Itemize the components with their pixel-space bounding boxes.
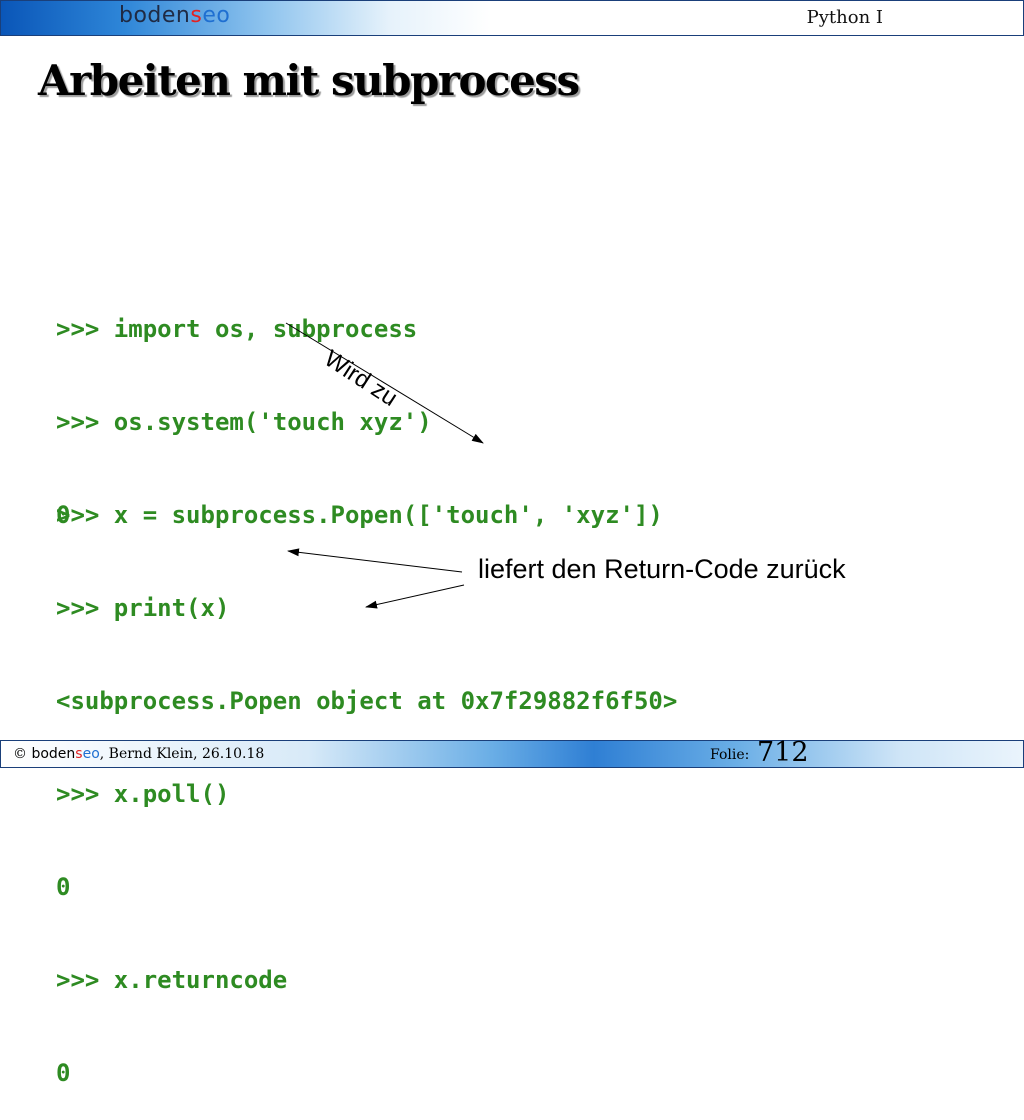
code-line: 0 bbox=[56, 501, 71, 529]
footer-bar: © bodenseo, Bernd Klein, 26.10.18 Folie:… bbox=[0, 737, 1024, 768]
returncode-arrow bbox=[365, 584, 465, 609]
slide-number: 712 bbox=[757, 737, 809, 768]
course-title: Python I bbox=[806, 7, 883, 28]
slide-title: Arbeiten mit subprocess bbox=[38, 56, 580, 105]
return-code-note: liefert den Return-Code zurück bbox=[478, 554, 846, 584]
code-line: >>> import os, subprocess bbox=[56, 315, 418, 343]
code-line: >>> print(x) bbox=[56, 594, 230, 622]
copyright-text: © bodenseo, Bernd Klein, 26.10.18 bbox=[13, 746, 265, 762]
code-line: <subprocess.Popen object at 0x7f29882f6f… bbox=[56, 687, 678, 715]
code-block-os-system: >>> import os, subprocess >>> os.system(… bbox=[56, 252, 432, 562]
code-line: >>> x.poll() bbox=[56, 780, 230, 808]
header-bar: bodenseo Python I bbox=[0, 0, 1024, 36]
code-line: 0 bbox=[56, 1059, 71, 1087]
footer-brand: bodenseo bbox=[31, 746, 100, 762]
poll-arrow bbox=[287, 548, 463, 573]
code-line: >>> x = subprocess.Popen(['touch', 'xyz'… bbox=[56, 501, 663, 529]
annotation-arrows bbox=[285, 322, 484, 609]
transform-arrow bbox=[285, 322, 484, 444]
code-line: >>> os.system('touch xyz') bbox=[56, 408, 432, 436]
slide-number-label: Folie: bbox=[710, 747, 750, 763]
code-line: >>> x.returncode bbox=[56, 966, 288, 994]
bodenseo-logo: bodenseo bbox=[119, 3, 231, 28]
code-line: 0 bbox=[56, 873, 71, 901]
